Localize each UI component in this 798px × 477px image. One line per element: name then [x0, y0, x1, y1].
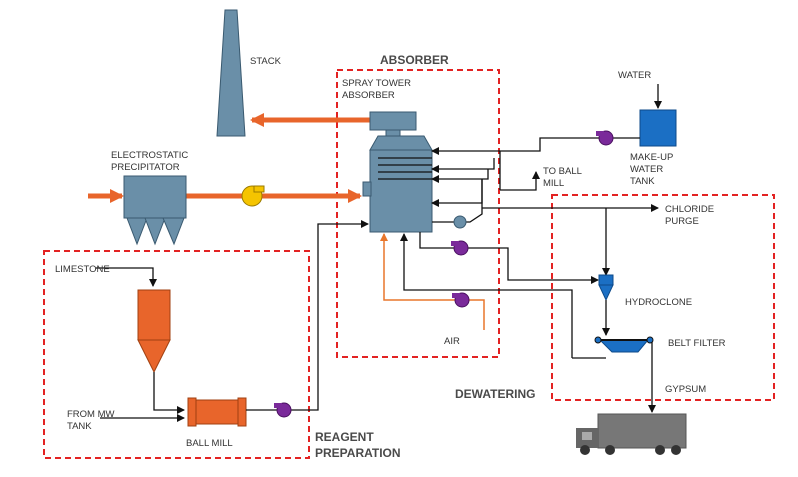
- recycle-line-2: [431, 158, 495, 173]
- absorber-section-label: ABSORBER: [380, 53, 449, 67]
- to-ball-label-1: TO BALL: [543, 166, 582, 177]
- makeup-water-pump-icon: [596, 130, 614, 146]
- hydroclone-shape: [598, 274, 614, 302]
- recycle-pump-line: [432, 179, 483, 223]
- dewatering-section-border: [551, 194, 775, 401]
- booster-fan-icon: [241, 185, 265, 207]
- reagent-section-border: [43, 250, 310, 459]
- limestone-silo-shape: [137, 289, 171, 374]
- makeup-label-1: MAKE-UP: [630, 152, 673, 163]
- from-mw-label-1: FROM MW: [67, 409, 115, 420]
- ball-mill-label: BALL MILL: [186, 438, 233, 449]
- makeup-water-tank-shape: [639, 109, 677, 147]
- reagent-label-2: PREPARATION: [315, 446, 401, 460]
- absorber-section-border: [336, 69, 500, 358]
- chloride-label-2: PURGE: [665, 216, 699, 227]
- hydroclone-label: HYDROCLONE: [625, 297, 692, 308]
- air-line: [380, 233, 485, 330]
- spray-tower-label-2: ABSORBER: [342, 90, 395, 101]
- to-ball-mill-arrow: [500, 171, 540, 191]
- belt-filter-shape: [594, 336, 654, 353]
- air-label: AIR: [444, 336, 460, 347]
- belt-filter-label: BELT FILTER: [668, 338, 726, 349]
- spray-tower-label-1: SPRAY TOWER: [342, 78, 411, 89]
- slurry-pump-icon: [274, 402, 292, 418]
- water-label: WATER: [618, 70, 651, 81]
- stack-shape: [216, 9, 246, 137]
- makeup-water-line: [500, 137, 640, 152]
- bleed-to-hydroclone-arrow: [419, 232, 599, 284]
- esp-label-1: ELECTROSTATIC: [111, 150, 188, 161]
- electrostatic-precipitator-shape: [123, 175, 187, 246]
- bleed-pump-icon: [451, 240, 469, 256]
- recycle-pump-icon: [453, 215, 467, 229]
- gypsum-truck-icon: [576, 413, 687, 455]
- ball-mill-shape: [187, 397, 247, 427]
- reagent-label-1: REAGENT: [315, 430, 374, 444]
- limestone-label: LIMESTONE: [55, 264, 110, 275]
- from-mw-label-2: TANK: [67, 421, 92, 432]
- dewatering-section-label: DEWATERING: [455, 387, 535, 401]
- spray-tower-absorber-shape: [362, 111, 433, 233]
- esp-label-2: PRECIPITATOR: [111, 162, 180, 173]
- chloride-label-1: CHLORIDE: [665, 204, 714, 215]
- recycle-line-4: [431, 179, 483, 207]
- silo-to-ball-mill-arrow: [153, 372, 185, 414]
- limestone-feed-arrow: [96, 267, 157, 287]
- filtrate-return-line: [400, 233, 573, 358]
- to-ball-label-2: MILL: [543, 178, 564, 189]
- makeup-label-3: TANK: [630, 176, 655, 187]
- gypsum-label: GYPSUM: [665, 384, 706, 395]
- stack-label: STACK: [250, 56, 282, 67]
- recycle-line-3: [431, 169, 489, 183]
- air-blower-icon: [452, 292, 470, 308]
- makeup-label-2: WATER: [630, 164, 663, 175]
